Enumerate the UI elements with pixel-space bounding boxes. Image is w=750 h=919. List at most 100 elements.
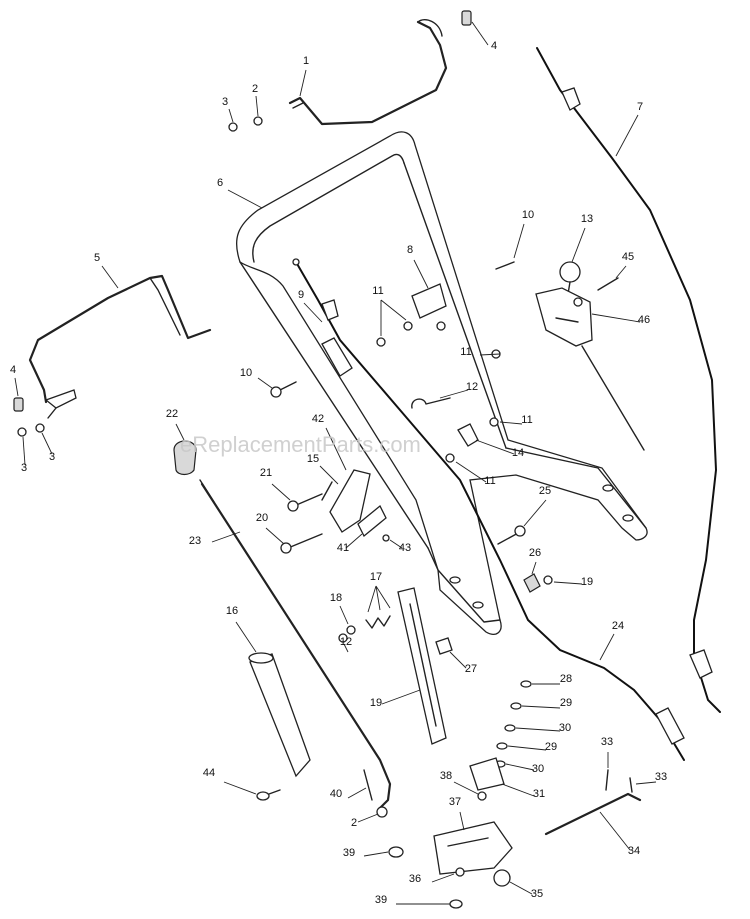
leader-12b: [343, 643, 349, 653]
bolt-20: [287, 533, 323, 549]
part-27: [435, 637, 453, 655]
washer-18: [346, 625, 356, 635]
washer-28: [520, 680, 532, 688]
rod-23-thread: [199, 479, 215, 503]
nut-11a3: [436, 321, 446, 331]
cable-bracket-9: [321, 337, 353, 377]
leader-19b: [381, 689, 421, 705]
leader-1: [299, 69, 307, 97]
callout-45: 45: [622, 251, 634, 263]
callout-33: 33: [601, 736, 613, 748]
leader-6: [227, 189, 263, 209]
callout-34: 34: [628, 845, 640, 857]
leader-2-top: [255, 95, 259, 117]
washer-29a: [510, 702, 522, 710]
callout-33: 33: [655, 771, 667, 783]
leader-16: [235, 621, 257, 653]
screw-45: [597, 277, 619, 291]
leader-18: [339, 605, 349, 625]
leader-31: [501, 783, 535, 797]
leader-4-top: [471, 21, 489, 46]
lever-arm: [321, 481, 333, 501]
cap-4-top: [461, 10, 472, 26]
leader-42: [325, 427, 347, 471]
leader-2-bottom: [357, 813, 379, 823]
leader-10-left: [257, 377, 273, 389]
bolt-20-head: [280, 542, 292, 554]
spring-12: [411, 397, 451, 409]
callout-27: 27: [465, 663, 477, 675]
slotted-bracket-19: [397, 587, 447, 745]
upper-handle-rod: [288, 18, 448, 126]
callout-10: 10: [522, 209, 534, 221]
leader-12a: [439, 389, 469, 399]
callout-18: 18: [330, 592, 342, 604]
callout-30: 30: [532, 763, 544, 775]
callout-24: 24: [612, 620, 624, 632]
leader-45: [615, 265, 627, 279]
callout-21: 21: [260, 467, 272, 479]
wheel-35: [493, 869, 511, 887]
nut-3-top: [228, 122, 238, 132]
leader-29a: [521, 705, 561, 709]
callout-3: 3: [222, 96, 228, 108]
leader-34: [599, 811, 631, 851]
main-handle: [236, 131, 648, 635]
callout-40: 40: [330, 788, 342, 800]
leader-15: [319, 465, 339, 485]
leader-22: [175, 423, 185, 441]
brake-lever-15: [329, 469, 371, 533]
callout-26: 26: [529, 547, 541, 559]
washer-2-top: [253, 116, 263, 126]
nut-19a: [543, 575, 553, 585]
leader-27: [449, 651, 467, 669]
leader-14: [475, 439, 515, 455]
bolt-21-head: [287, 500, 299, 512]
callout-2: 2: [351, 817, 357, 829]
callout-13: 13: [581, 213, 593, 225]
leader-11a: [380, 299, 407, 336]
callout-20: 20: [256, 512, 268, 524]
leader-4-left: [14, 377, 19, 397]
leader-5: [101, 265, 119, 289]
leader-21: [271, 483, 291, 501]
callout-4: 4: [491, 40, 497, 52]
leader-30a: [515, 727, 561, 732]
cap-22: [173, 440, 197, 476]
nut-43: [382, 534, 390, 542]
callout-1: 1: [303, 55, 309, 67]
callout-12: 12: [466, 381, 478, 393]
washer-30a: [504, 724, 516, 732]
leader-44: [223, 781, 257, 795]
nut-3-left: [17, 427, 27, 437]
callout-28: 28: [560, 673, 572, 685]
callout-3: 3: [49, 451, 55, 463]
plate-31: [469, 757, 505, 791]
callout-22: 22: [166, 408, 178, 420]
leader-11d: [455, 461, 487, 483]
leader-40: [347, 787, 367, 799]
bushing-39a: [388, 846, 404, 858]
leader-24: [599, 633, 615, 661]
washer-2-bottom: [376, 806, 388, 818]
leader-3-top: [228, 108, 234, 123]
bolt-25-head: [514, 525, 526, 537]
leader-43: [389, 539, 403, 549]
callout-11: 11: [484, 475, 495, 487]
callout-11: 11: [521, 414, 532, 426]
part-26: [523, 573, 541, 593]
throttle-control: [535, 261, 645, 451]
leader-39a: [363, 851, 389, 857]
callout-30: 30: [559, 722, 571, 734]
leader-37: [459, 811, 465, 831]
rod-23: [200, 482, 392, 810]
callout-3: 3: [21, 462, 27, 474]
callout-23: 23: [189, 535, 201, 547]
bushing-39b: [449, 899, 463, 909]
callout-16: 16: [226, 605, 238, 617]
leader-26: [531, 561, 537, 575]
bracket-37-slot: [447, 837, 489, 847]
callout-4: 4: [10, 364, 16, 376]
leader-11b: [479, 353, 501, 356]
slot: [409, 603, 437, 727]
